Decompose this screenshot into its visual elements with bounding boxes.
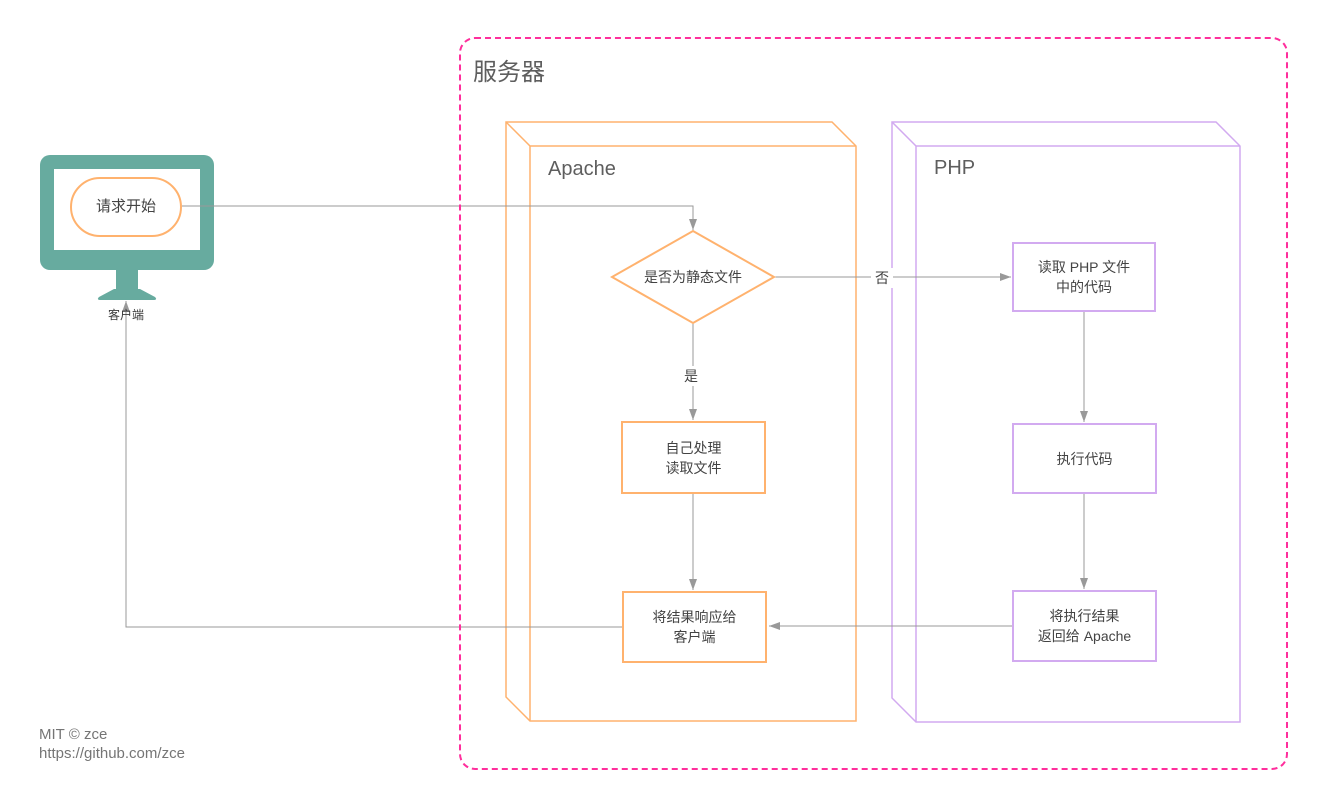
apache-cube-label: Apache xyxy=(548,158,616,180)
return-result-label-line1: 将执行结果 xyxy=(1049,608,1120,624)
return-result-node: 将执行结果 返回给 Apache xyxy=(1012,590,1157,662)
static-file-decision-label: 是否为静态文件 xyxy=(644,269,742,285)
read-php-code-node: 读取 PHP 文件 中的代码 xyxy=(1012,242,1156,312)
execute-code-label: 执行代码 xyxy=(1056,450,1113,467)
footer: MIT © zce https://github.com/zce xyxy=(39,725,185,763)
read-php-code-label-line1: 读取 PHP 文件 xyxy=(1037,259,1131,275)
client-caption: 客户端 xyxy=(107,308,144,322)
self-process-label-line2: 读取文件 xyxy=(665,459,722,476)
edge-respond-to-client xyxy=(122,301,622,628)
footer-url: https://github.com/zce xyxy=(39,745,185,762)
edge-label-no: 否 xyxy=(871,268,893,288)
read-php-code-label-line2: 中的代码 xyxy=(1056,279,1112,295)
self-process-label-line1: 自己处理 xyxy=(665,439,722,456)
request-start-label: 请求开始 xyxy=(95,198,156,215)
self-process-node: 自己处理 读取文件 xyxy=(621,421,766,494)
edge-start-to-decision xyxy=(182,205,697,230)
respond-client-label-line1: 将结果响应给 xyxy=(652,609,737,625)
server-container xyxy=(459,37,1288,770)
static-file-decision-node: 是否为静态文件 xyxy=(607,262,779,292)
server-container-label: 服务器 xyxy=(473,59,545,86)
execute-code-node: 执行代码 xyxy=(1012,423,1157,494)
return-result-label-line2: 返回给 Apache xyxy=(1037,628,1132,644)
php-cube-label: PHP xyxy=(934,157,976,179)
footer-license: MIT © zce xyxy=(39,726,108,743)
request-start-node: 请求开始 xyxy=(70,177,182,237)
apache-cube xyxy=(505,121,857,722)
edge-label-yes: 是 xyxy=(680,366,702,386)
respond-client-label-line2: 客户端 xyxy=(673,629,716,645)
respond-client-node: 将结果响应给 客户端 xyxy=(622,591,767,663)
decision-diamond xyxy=(609,229,777,325)
